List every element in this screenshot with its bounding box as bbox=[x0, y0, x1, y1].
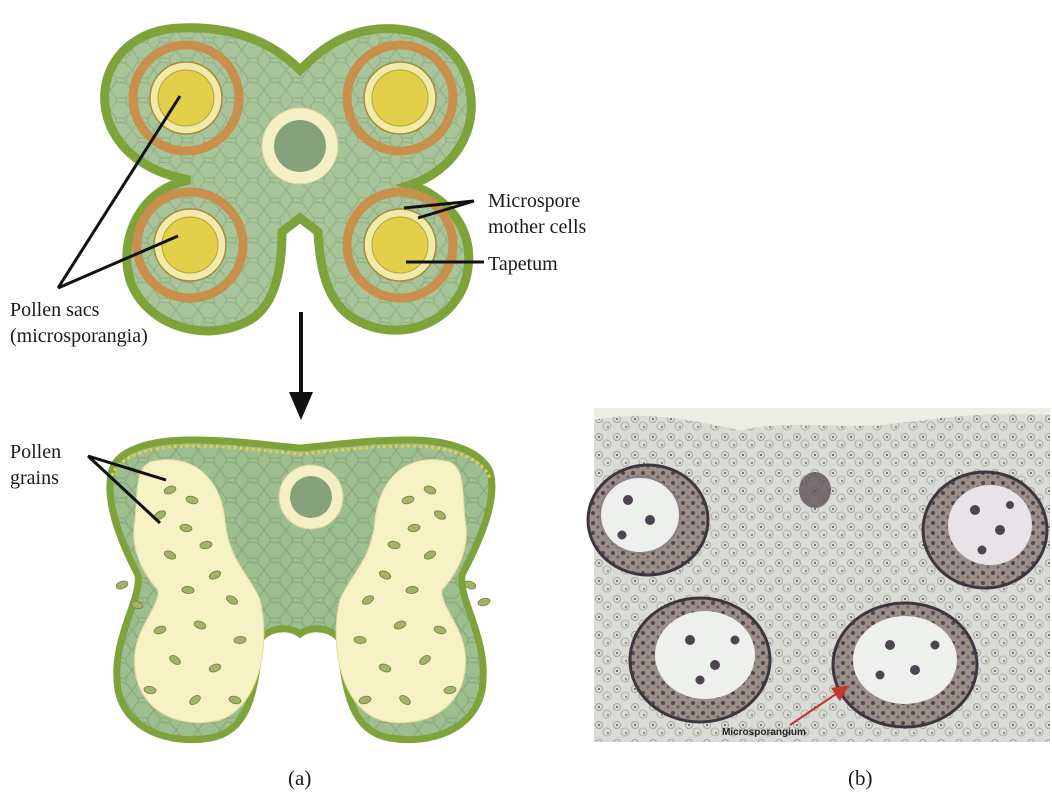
label-pollen-grains-line2: grains bbox=[10, 467, 59, 489]
micrograph-connective bbox=[799, 472, 831, 508]
micrograph-locule-bottom-right bbox=[833, 603, 977, 727]
label-microspore-line2: mother cells bbox=[488, 216, 587, 238]
vascular-bundle-young bbox=[262, 108, 338, 184]
label-pollen-sacs-line2: (microsporangia) bbox=[10, 325, 148, 347]
caption-b: (b) bbox=[848, 766, 873, 790]
anther-young bbox=[105, 28, 472, 331]
micrograph: Microsporangium bbox=[588, 408, 1050, 742]
label-pollen-sacs-line1: Pollen sacs bbox=[10, 299, 100, 321]
vascular-bundle-mature bbox=[279, 465, 343, 529]
label-tapetum: Tapetum bbox=[488, 253, 558, 275]
anther-mature bbox=[110, 440, 492, 740]
micrograph-locule-bottom-left bbox=[630, 598, 770, 722]
micrograph-locule-top-right bbox=[923, 472, 1047, 588]
label-microsporangium: Microsporangium bbox=[722, 727, 806, 738]
caption-a: (a) bbox=[288, 766, 311, 790]
down-arrow-icon bbox=[289, 312, 313, 420]
label-microspore-line1: Microspore bbox=[488, 190, 580, 212]
label-pollen-grains-line1: Pollen bbox=[10, 441, 61, 463]
